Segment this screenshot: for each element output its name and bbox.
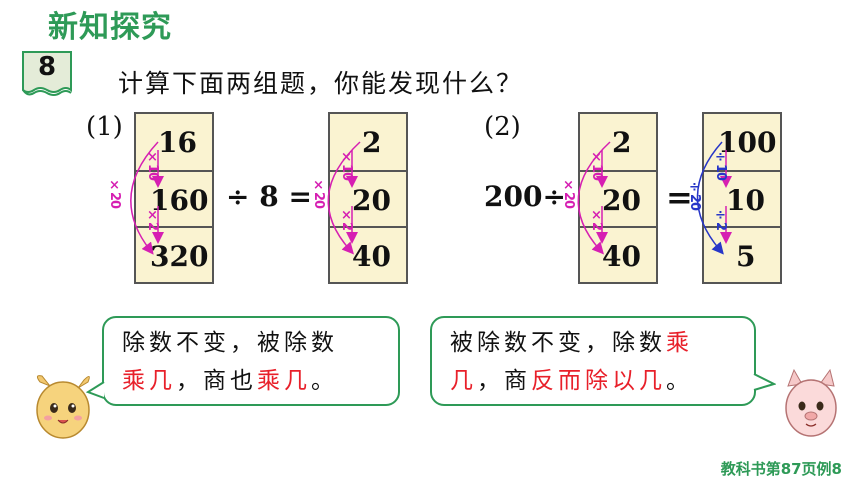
bubble-right: 被除数不变，除数乘 几，商反而除以几。 xyxy=(430,316,756,406)
bubble-right-text-1: 被除数不变，除数 xyxy=(450,330,666,356)
g2r-outer-label: ÷20 xyxy=(687,180,702,211)
g1r-step1-label: ×10 xyxy=(339,150,354,181)
group2-right-cell-1: 100 xyxy=(718,126,777,159)
group1-right-cell-3: 40 xyxy=(352,240,391,273)
arrow-g2r-outer xyxy=(696,141,724,255)
example-number: 8 xyxy=(37,52,57,82)
arrow-g1l-outer xyxy=(130,141,159,255)
bubble-right-line2: 几，商反而除以几。 xyxy=(450,362,693,400)
group1-right-cell-2: 20 xyxy=(352,184,391,217)
group2-left-cell-2: 20 xyxy=(602,184,641,217)
arrow-g2l-outer xyxy=(577,141,611,255)
g2l-outer-label: ×20 xyxy=(561,178,576,209)
bubble-right-line1: 被除数不变，除数乘 xyxy=(450,324,693,362)
group2-left-cell-1: 2 xyxy=(612,126,632,159)
bubble-right-tail xyxy=(753,373,776,391)
bubble-left: 除数不变，被除数 乘几，商也乘几。 xyxy=(102,316,400,406)
bubble-right-highlight-1: 乘 xyxy=(666,330,693,356)
yellow-mascot-icon xyxy=(36,375,90,439)
bubble-right-text-3: 。 xyxy=(666,368,693,394)
book-badge-icon xyxy=(22,51,72,96)
bubble-right-text-2: ，商 xyxy=(477,368,531,394)
g2r-step2-label: ÷2 xyxy=(713,208,728,231)
arrow-g1r-outer xyxy=(327,141,361,255)
textbook-reference: 教科书第87页例8 xyxy=(720,460,842,478)
group2-right-cell-2: 10 xyxy=(726,184,765,217)
arrows-layer xyxy=(130,141,732,255)
g1l-step1-label: ×10 xyxy=(145,150,160,181)
g1r-step2-label: ×2 xyxy=(339,208,354,231)
g1r-outer-label: ×20 xyxy=(311,178,326,209)
pink-mascot-icon xyxy=(785,368,837,437)
group2-left-cell-3: 40 xyxy=(602,240,641,273)
bubble-left-highlight-1: 乘几 xyxy=(122,368,176,394)
bubble-right-highlight-3: 反而除以几 xyxy=(531,368,666,394)
group2-equals: = xyxy=(666,178,693,216)
bubble-left-tail xyxy=(86,381,105,399)
bubble-right-highlight-2: 几 xyxy=(450,368,477,394)
group2-prefix: 200÷ xyxy=(484,180,566,213)
group1-label: (1) xyxy=(86,112,123,142)
g1l-step2-label: ×2 xyxy=(145,208,160,231)
group2-label: (2) xyxy=(484,112,521,142)
bubble-left-highlight-2: 乘几 xyxy=(257,368,311,394)
bubble-left-text-2: ，商也 xyxy=(176,368,257,394)
bubble-left-line1: 除数不变，被除数 xyxy=(122,330,338,356)
g2r-step1-label: ÷10 xyxy=(713,150,728,181)
g2l-step1-label: ×10 xyxy=(589,150,604,181)
group1-left-cell-2: 160 xyxy=(150,184,209,217)
group1-left-cell-1: 16 xyxy=(158,126,197,159)
group1-right-column: 2 20 40 xyxy=(328,112,408,284)
group2-right-cell-3: 5 xyxy=(736,240,756,273)
g2l-step2-label: ×2 xyxy=(589,208,604,231)
group1-left-column: 16 160 320 xyxy=(134,112,214,284)
group1-left-cell-3: 320 xyxy=(150,240,209,273)
group2-right-column: 100 10 5 xyxy=(702,112,782,284)
g1l-outer-label: ×20 xyxy=(107,178,122,209)
bubble-left-text-3: 。 xyxy=(311,368,338,394)
group2-left-column: 2 20 40 xyxy=(578,112,658,284)
section-title: 新知探究 xyxy=(48,10,172,45)
group1-operator: ÷ 8 = xyxy=(226,180,312,213)
bubble-left-line2: 乘几，商也乘几。 xyxy=(122,362,338,400)
question-text: 计算下面两组题，你能发现什么？ xyxy=(118,69,524,98)
group1-right-cell-1: 2 xyxy=(362,126,382,159)
